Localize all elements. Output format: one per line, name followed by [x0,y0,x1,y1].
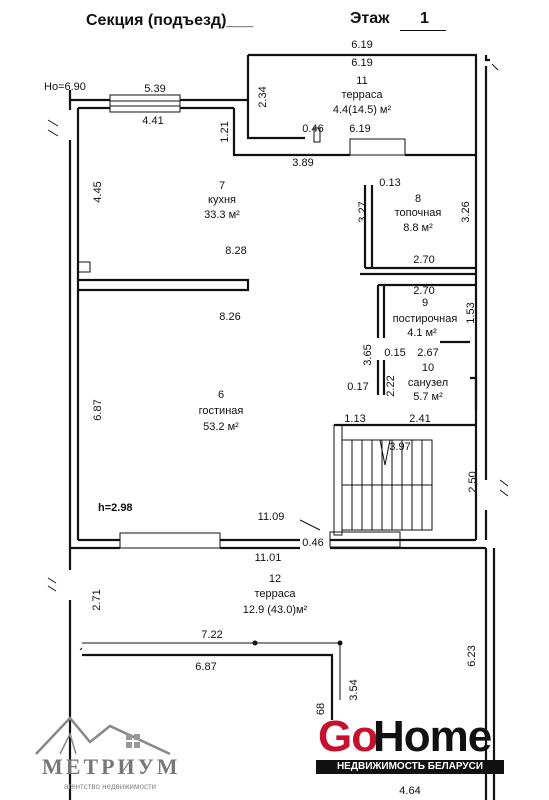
room-number: 9 [422,297,428,309]
room-area: 33.3 м² [204,209,240,221]
dim-label: 0.13 [379,177,400,189]
room-number: 12 [269,573,281,585]
dim-label: 4.64 [399,785,420,797]
staircase [341,439,433,531]
floor-label: Этаж [350,10,390,27]
dim-label: 3.54 [348,679,360,700]
dim-label: 1.53 [465,302,477,323]
dim-label: 1.13 [344,413,365,425]
room-7-label: 7 кухня 33.3 м² [204,180,240,221]
dim-label: 6.19 [351,57,372,69]
dim-label: 3.26 [460,201,472,222]
room-area: 4.4(14.5) м² [333,104,392,116]
dim-label: 3.89 [292,157,313,169]
metrium-roof-icon [35,716,171,756]
room-area: 5.7 м² [413,391,443,403]
dim-label: 8.26 [219,311,240,323]
dim-label: 3.65 [362,344,374,365]
dim-label: 6.23 [466,645,478,666]
level-mark: Hо=6.90 [44,81,86,93]
room-6-label: 6 гостиная 53.2 м² [199,389,244,433]
dim-label: 2.70 [413,285,434,297]
room-11-label: 11 терраса 4.4(14.5) м² [333,75,392,116]
dim-label: 1.21 [219,121,231,142]
room-number: 7 [219,180,225,192]
room-name: терраса [341,89,383,101]
room-name: кухня [208,194,236,206]
dim-label: 5.39 [144,83,165,95]
dim-label: 2.34 [257,86,269,107]
dim-label: 6.19 [351,39,372,51]
dim-label: 3.27 [357,201,369,222]
plan-walls [47,53,509,800]
room-name: постирочная [393,313,458,325]
dim-label: 11.01 [255,552,282,564]
dim-label: 8.28 [225,245,246,257]
dim-label: 7.22 [201,629,222,641]
dim-label: 6.87 [195,661,216,673]
dim-label: 2.67 [417,347,438,359]
dim-label: 0.17 [347,381,368,393]
metrium-name: МЕТРИУМ [42,754,181,779]
dim-label: 2.22 [385,375,397,396]
room-name: топочная [395,207,442,219]
room-number: 11 [356,75,367,87]
room-10-label: 10 санузел 5.7 м² [408,362,448,403]
gohome-logo: Go Home НЕДВИЖИМОСТЬ БЕЛАРУСИ [316,712,506,774]
room-name: санузел [408,377,448,389]
room-name: гостиная [199,405,244,417]
room-8-label: 8 топочная 8.8 м² [395,193,442,234]
room-number: 8 [415,193,421,205]
dim-label: 0.15 [384,347,405,359]
room-9-label: 9 постирочная 4.1 м² [393,297,458,339]
dim-label: 0.46 [302,123,323,135]
floor-underline [400,30,446,31]
room-area: 12.9 (43.0)м² [243,604,308,616]
gohome-home-text: Home [373,712,492,761]
dimension-labels: 6.19 6.19 5.39 4.41 2.34 1.21 0.46 6.19 … [91,39,479,797]
dim-label: 11.09 [258,511,285,523]
room-name: терраса [254,588,296,600]
room-number: 6 [218,389,224,401]
metrium-logo: МЕТРИУМ агентство недвижимости [30,712,200,792]
dim-label: 0.46 [302,537,323,549]
floor-value: 1 [420,10,429,27]
dim-label: 2.70 [413,254,434,266]
room-area: 8.8 м² [403,222,433,234]
room-number: 10 [422,362,434,374]
section-label: Секция (подъезд)___ [86,12,254,29]
gohome-go-text: Go [318,712,378,761]
dim-label: 4.45 [92,181,104,202]
metrium-subtitle: агентство недвижимости [64,782,157,791]
dim-label: 4.41 [142,115,163,127]
room-area: 4.1 м² [407,327,437,339]
room-12-label: 12 терраса 12.9 (43.0)м² [243,573,308,616]
dim-label: 3.97 [389,441,410,453]
dim-label: 2.41 [409,413,430,425]
room-area: 53.2 м² [203,421,239,433]
dim-label: 68 [315,703,327,715]
dim-label: 2.50 [467,471,479,492]
dim-label: 6.19 [349,123,370,135]
dim-label: 2.71 [91,589,103,610]
ceiling-height: h=2.98 [98,502,133,514]
gohome-subtitle: НЕДВИЖИМОСТЬ БЕЛАРУСИ [316,760,504,774]
dim-label: 6.87 [92,399,104,420]
